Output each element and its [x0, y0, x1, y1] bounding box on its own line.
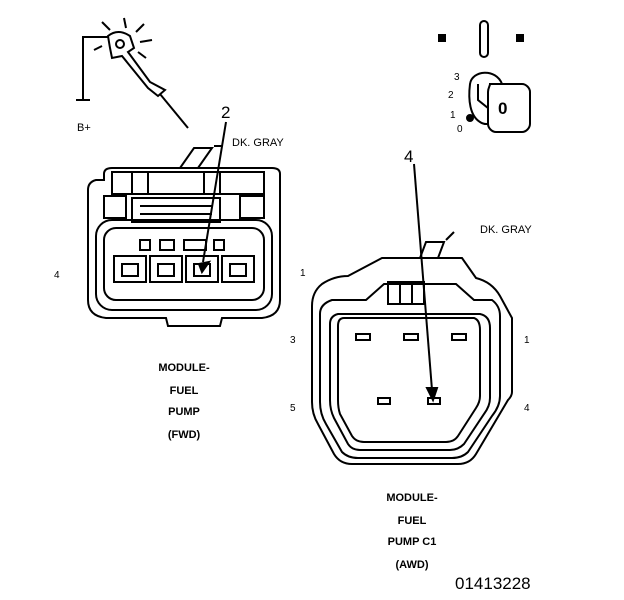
- fwd-connector-title: MODULE- FUEL PUMP (FWD): [158, 362, 210, 441]
- awd-wire-callout-arrow: [413, 163, 455, 403]
- awd-pin-bottom-right-label: 4: [524, 403, 530, 414]
- b-plus-label: B+: [77, 122, 91, 134]
- svg-text:MODULE-: MODULE-: [386, 492, 438, 504]
- fwd-wire-callout-arrow: [178, 121, 227, 275]
- awd-wire-color-label: DK. GRAY: [480, 224, 532, 236]
- svg-text:(AWD): (AWD): [396, 559, 429, 571]
- ignition-position-1: 1: [450, 110, 456, 121]
- svg-text:MODULE-: MODULE-: [158, 362, 210, 374]
- ignition-position-3: 3: [454, 72, 460, 83]
- test-light-icon: [76, 17, 189, 129]
- ignition-position-2: 2: [448, 90, 454, 101]
- svg-text:PUMP C1: PUMP C1: [388, 536, 437, 548]
- awd-pin-bottom-left-label: 5: [290, 403, 296, 414]
- fwd-pin-right-label: 1: [300, 268, 306, 279]
- ignition-switch-icon: [438, 20, 531, 133]
- fwd-callout-number: 2: [221, 103, 230, 122]
- fwd-connector-outline: [87, 167, 281, 327]
- figure-number: 01413228: [455, 574, 531, 593]
- fwd-wire-color-label: DK. GRAY: [232, 137, 284, 149]
- ignition-position-0: 0: [457, 124, 463, 135]
- svg-text:(FWD): (FWD): [168, 429, 201, 441]
- svg-text:PUMP: PUMP: [168, 406, 200, 418]
- fwd-pin-left-label: 4: [54, 270, 60, 281]
- awd-callout-number: 4: [404, 147, 413, 166]
- awd-pin-top-left-label: 3: [290, 335, 296, 346]
- awd-connector-outline: [311, 257, 513, 465]
- ignition-key-label: 0: [498, 99, 507, 118]
- svg-text:FUEL: FUEL: [170, 385, 199, 397]
- svg-text:FUEL: FUEL: [398, 515, 427, 527]
- awd-connector-title: MODULE- FUEL PUMP C1 (AWD): [386, 492, 438, 571]
- awd-pin-top-right-label: 1: [524, 335, 530, 346]
